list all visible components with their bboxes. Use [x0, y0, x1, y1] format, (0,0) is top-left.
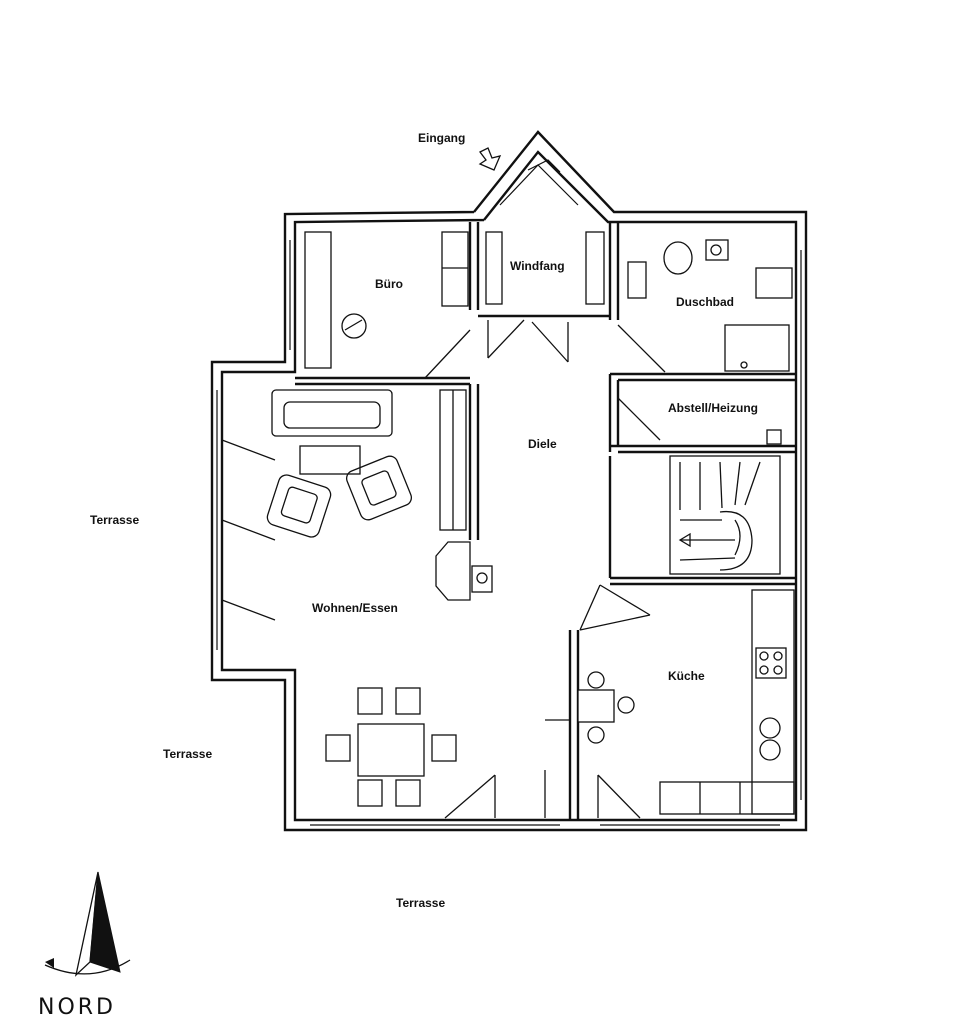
label-windfang: Windfang — [510, 259, 565, 273]
label-buero: Büro — [375, 277, 403, 291]
label-terrasse-south: Terrasse — [396, 896, 445, 910]
interior-walls — [295, 222, 796, 820]
label-nord: NORD — [38, 995, 116, 1020]
north-arrow — [44, 871, 131, 977]
label-terrasse-southwest: Terrasse — [163, 747, 212, 761]
label-abstell: Abstell/Heizung — [668, 401, 758, 415]
doors — [221, 319, 666, 819]
exterior-walls — [210, 130, 808, 832]
label-diele: Diele — [528, 437, 557, 451]
label-terrasse-west: Terrasse — [90, 513, 139, 527]
label-duschbad: Duschbad — [676, 295, 734, 309]
furniture — [266, 147, 795, 815]
label-wohnen: Wohnen/Essen — [312, 601, 398, 615]
label-eingang: Eingang — [418, 131, 465, 145]
label-kueche: Küche — [668, 669, 705, 683]
